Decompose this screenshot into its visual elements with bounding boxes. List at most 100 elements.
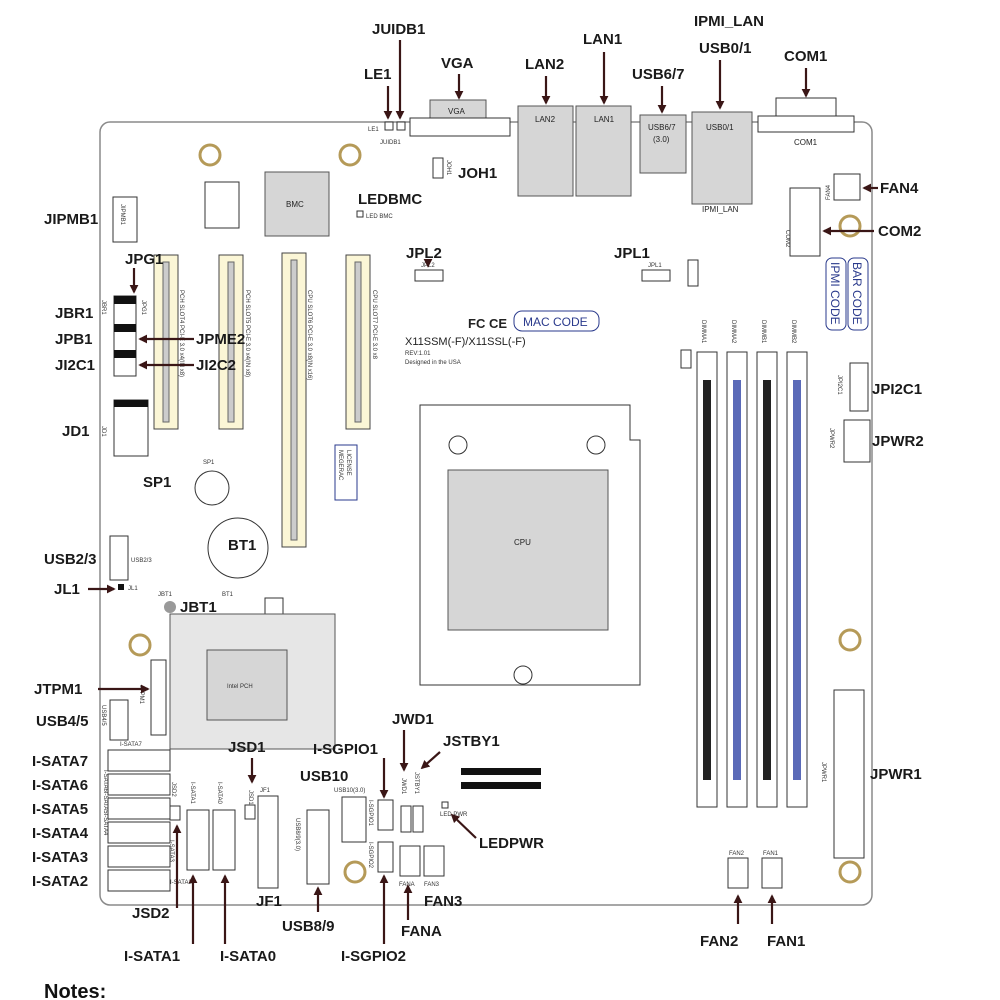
pcie-slot7: CPU SLOT7 PCI-E 3.0 x8 bbox=[345, 254, 377, 430]
svg-text:I-SATA6I-SATA5I-SATA4: I-SATA6I-SATA5I-SATA4 bbox=[102, 770, 108, 836]
jsd2-header: JSD2 bbox=[169, 782, 181, 821]
megerac-license-box bbox=[334, 444, 358, 501]
svg-text:I-SATA1: I-SATA1 bbox=[189, 782, 195, 804]
svg-text:JPI2C1: JPI2C1 bbox=[872, 381, 922, 398]
svg-text:COM2: COM2 bbox=[878, 223, 921, 240]
jpi2c1-header: JPI2C1 bbox=[836, 362, 869, 412]
svg-text:DIMMA1: DIMMA1 bbox=[700, 320, 706, 344]
jtpm1-header: JTPM1 bbox=[138, 659, 167, 736]
svg-text:CPU SLOT7 PCI-E 3.0 x8: CPU SLOT7 PCI-E 3.0 x8 bbox=[371, 290, 377, 360]
usb67-port: USB6/7 (3.0) bbox=[639, 114, 687, 174]
svg-text:JSD1: JSD1 bbox=[228, 739, 266, 756]
led-pwr bbox=[441, 801, 449, 809]
svg-text:JBR1: JBR1 bbox=[55, 305, 93, 322]
joh1-header bbox=[432, 157, 444, 179]
jsd1-header: JSD1 bbox=[244, 790, 256, 820]
svg-text:JF1: JF1 bbox=[260, 788, 271, 794]
mac-code-label: MAC CODE bbox=[523, 315, 588, 329]
m2-slot bbox=[461, 768, 541, 789]
svg-text:JBR1: JBR1 bbox=[100, 300, 106, 315]
bt1-battery: BT1 bbox=[207, 517, 269, 598]
jwd1-jstby1-jumpers: JWD1 JSTBY1 bbox=[400, 772, 424, 833]
svg-text:JPB1: JPB1 bbox=[55, 331, 93, 348]
svg-text:JSTBY1: JSTBY1 bbox=[443, 733, 500, 750]
svg-text:USB8/9(3.0): USB8/9(3.0) bbox=[294, 818, 300, 851]
svg-text:JPL1: JPL1 bbox=[614, 245, 650, 262]
svg-text:PCH SLOT4 PCI-E 3.0 x4(IN x8): PCH SLOT4 PCI-E 3.0 x4(IN x8) bbox=[178, 290, 184, 377]
lan1-port: LAN1 bbox=[575, 105, 632, 197]
pcie-slot6: CPU SLOT6 PCI-E 3.0 x8(IN x16) bbox=[281, 252, 312, 548]
fan2-header: FAN2 bbox=[727, 851, 749, 889]
vga-port: VGA bbox=[409, 99, 511, 137]
svg-text:JL1: JL1 bbox=[54, 581, 80, 598]
ipmi-code-label: IPMI CODE bbox=[828, 262, 842, 325]
svg-text:JPWR2: JPWR2 bbox=[872, 433, 924, 450]
pch-heatsink: Intel PCH bbox=[169, 597, 336, 750]
le1-label: LE1 bbox=[368, 127, 379, 133]
svg-text:BT1: BT1 bbox=[228, 537, 256, 554]
fan3-header: FAN3 bbox=[423, 845, 445, 888]
svg-text:FAN1: FAN1 bbox=[767, 933, 805, 950]
jumper-block-jbr1-jpg1: JBR1 JPG1 bbox=[100, 295, 146, 377]
svg-text:FAN2: FAN2 bbox=[700, 933, 738, 950]
svg-text:USB0/1: USB0/1 bbox=[706, 123, 734, 132]
svg-text:USB8/9: USB8/9 bbox=[282, 918, 335, 935]
usb23-header: USB2/3 bbox=[109, 535, 152, 581]
svg-text:JPWR2: JPWR2 bbox=[828, 428, 834, 449]
usb10-header: USB10(3.0) bbox=[334, 788, 367, 843]
sp1-speaker: SP1 bbox=[194, 460, 230, 506]
svg-text:JSD2: JSD2 bbox=[132, 905, 170, 922]
svg-text:FANA: FANA bbox=[401, 923, 442, 940]
svg-text:LAN1: LAN1 bbox=[594, 115, 615, 124]
svg-text:JI2C2: JI2C2 bbox=[196, 357, 236, 374]
revision: REV:1.01 bbox=[405, 351, 431, 357]
svg-text:JUIDB1: JUIDB1 bbox=[372, 21, 425, 38]
svg-text:JPI2C1: JPI2C1 bbox=[836, 375, 842, 395]
jpwr2-connector: JPWR2 bbox=[828, 419, 871, 463]
svg-text:I-SGPIO2: I-SGPIO2 bbox=[367, 842, 373, 869]
svg-text:I-SATA3: I-SATA3 bbox=[168, 840, 174, 862]
svg-text:FAN3: FAN3 bbox=[424, 882, 440, 888]
svg-text:CPU: CPU bbox=[514, 538, 531, 547]
lan2-port: LAN2 bbox=[517, 105, 574, 197]
svg-text:IPMI_LAN: IPMI_LAN bbox=[694, 13, 764, 30]
svg-text:DIMMB2: DIMMB2 bbox=[790, 320, 796, 344]
sata-ports-stack: I-SATA7 I-SATA6I-SATA5I-SATA4 I-SATA3 I-… bbox=[102, 742, 192, 892]
svg-text:I-SATA7: I-SATA7 bbox=[120, 742, 142, 748]
svg-text:I-SATA2: I-SATA2 bbox=[32, 873, 88, 890]
fan4-header: FAN4 bbox=[826, 173, 861, 201]
svg-text:USB10(3.0): USB10(3.0) bbox=[334, 788, 365, 794]
svg-text:I-SATA6: I-SATA6 bbox=[32, 777, 88, 794]
svg-text:USB4/5: USB4/5 bbox=[100, 705, 106, 726]
svg-text:I-SATA7: I-SATA7 bbox=[32, 753, 88, 770]
svg-text:FANA: FANA bbox=[399, 882, 415, 888]
svg-text:JPL1: JPL1 bbox=[648, 263, 662, 269]
jipmb1-header: JIPMB1 bbox=[112, 196, 138, 243]
usb45-header: USB4/5 bbox=[100, 699, 129, 741]
svg-text:JIPMB1: JIPMB1 bbox=[119, 204, 125, 226]
svg-text:USB0/1: USB0/1 bbox=[699, 40, 752, 57]
svg-text:USB6/7: USB6/7 bbox=[632, 66, 685, 83]
usb01-ipmi-lan-port: USB0/1 IPMI_LAN bbox=[691, 111, 753, 214]
svg-text:USB6/7: USB6/7 bbox=[648, 123, 676, 132]
svg-text:JI2C1: JI2C1 bbox=[55, 357, 95, 374]
ipmi-code-box bbox=[825, 257, 847, 331]
svg-text:LE1: LE1 bbox=[364, 66, 392, 83]
svg-text:USB4/5: USB4/5 bbox=[36, 713, 89, 730]
svg-text:SP1: SP1 bbox=[203, 460, 215, 466]
svg-text:FAN1: FAN1 bbox=[763, 851, 779, 857]
svg-text:I-SATA1: I-SATA1 bbox=[124, 948, 180, 965]
led-bmc-label: LED BMC bbox=[366, 214, 393, 220]
svg-text:FAN4: FAN4 bbox=[880, 180, 919, 197]
svg-text:JWD1: JWD1 bbox=[392, 711, 434, 728]
designed-in: Designed in the USA bbox=[405, 360, 461, 366]
svg-text:PCH SLOT5 PCI-E 3.0 x4(IN x8): PCH SLOT5 PCI-E 3.0 x4(IN x8) bbox=[244, 290, 250, 377]
svg-text:JTPM1: JTPM1 bbox=[34, 681, 82, 698]
com2-header: COM2 bbox=[784, 187, 821, 257]
svg-text:JD1: JD1 bbox=[62, 423, 90, 440]
svg-text:USB2/3: USB2/3 bbox=[44, 551, 97, 568]
jpl1-jumper: JPL1 bbox=[641, 259, 699, 287]
svg-text:JPWR1: JPWR1 bbox=[870, 766, 922, 783]
svg-text:JTPM1: JTPM1 bbox=[138, 685, 144, 705]
